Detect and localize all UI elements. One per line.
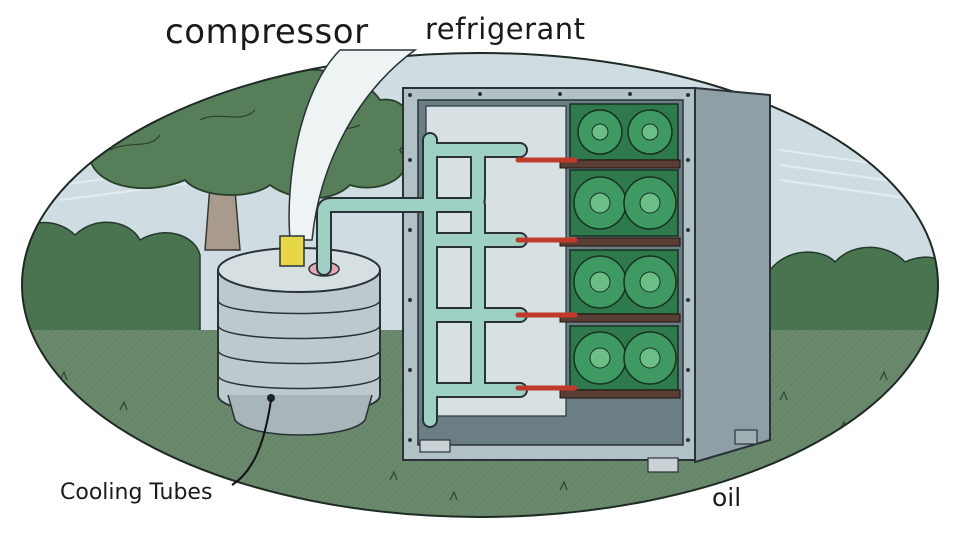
label-cooling-tubes: Cooling Tubes	[60, 480, 213, 505]
scene-outline	[21, 52, 939, 518]
bushes-left	[22, 221, 201, 341]
tank-bolt	[267, 394, 275, 402]
bushes-right	[769, 246, 938, 341]
coil-stack	[569, 103, 679, 391]
refrigerant-pipes	[316, 132, 528, 428]
label-refrigerant: refrigerant	[425, 12, 586, 46]
yellow-connector	[279, 235, 305, 267]
label-compressor: compressor	[165, 12, 369, 52]
tank	[217, 247, 381, 436]
cooling-tubes-leader	[231, 399, 272, 486]
red-tubes	[515, 157, 578, 391]
oil-bars	[559, 159, 681, 399]
cabinet-rivets	[408, 92, 690, 442]
label-oil: oil	[712, 483, 742, 512]
intake-hose	[288, 49, 418, 241]
